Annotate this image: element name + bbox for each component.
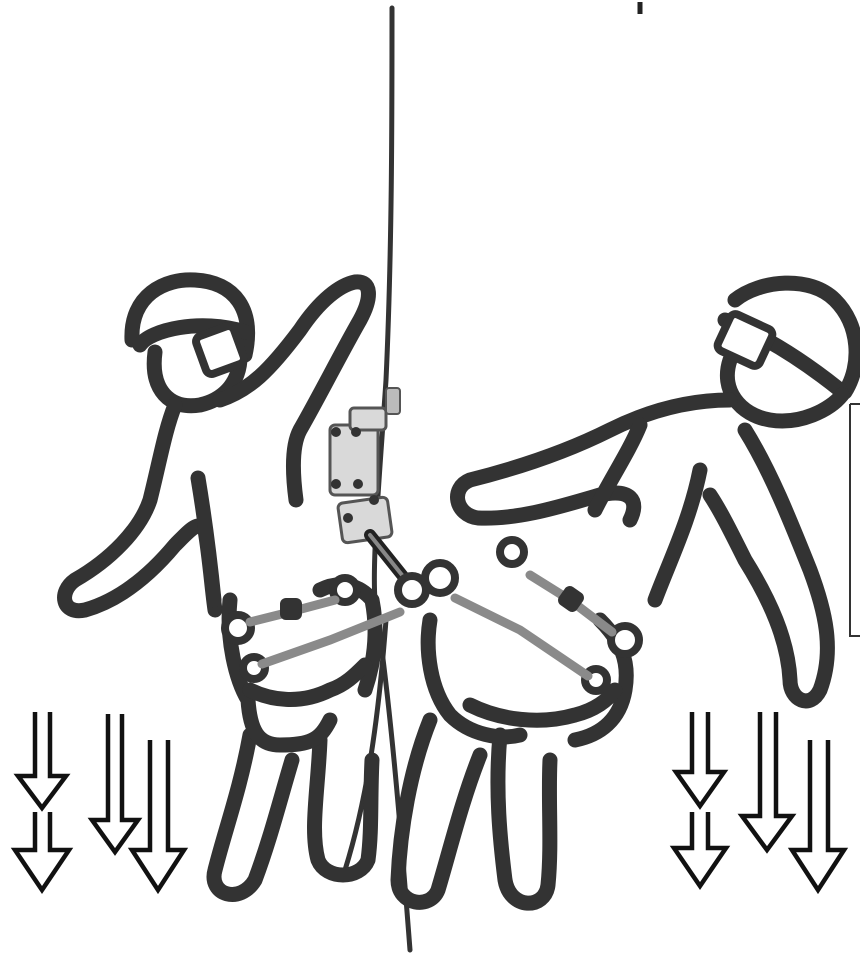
down-arrow-icon bbox=[742, 712, 792, 850]
down-arrow-icon bbox=[132, 740, 184, 890]
cropped-frame bbox=[850, 404, 860, 636]
down-arrow-icon bbox=[676, 712, 724, 806]
down-arrow-icon bbox=[92, 714, 138, 852]
casualty-legs bbox=[498, 735, 550, 903]
down-arrow-icon bbox=[18, 712, 66, 808]
down-arrow-icon bbox=[792, 740, 844, 890]
casualty-torso bbox=[710, 430, 827, 701]
down-arrows-left bbox=[15, 712, 184, 890]
rescuer-legs bbox=[214, 735, 292, 894]
down-arrow-icon bbox=[15, 812, 69, 890]
casualty-harness-ring-top bbox=[500, 540, 524, 564]
casualty-harness bbox=[428, 540, 639, 740]
rescuer-torso bbox=[65, 405, 215, 611]
central-ring-right bbox=[425, 563, 455, 593]
down-arrows-right bbox=[674, 712, 844, 890]
descender-device-icon bbox=[330, 388, 410, 585]
casualty-figure bbox=[398, 283, 856, 903]
down-arrow-icon bbox=[674, 812, 726, 886]
